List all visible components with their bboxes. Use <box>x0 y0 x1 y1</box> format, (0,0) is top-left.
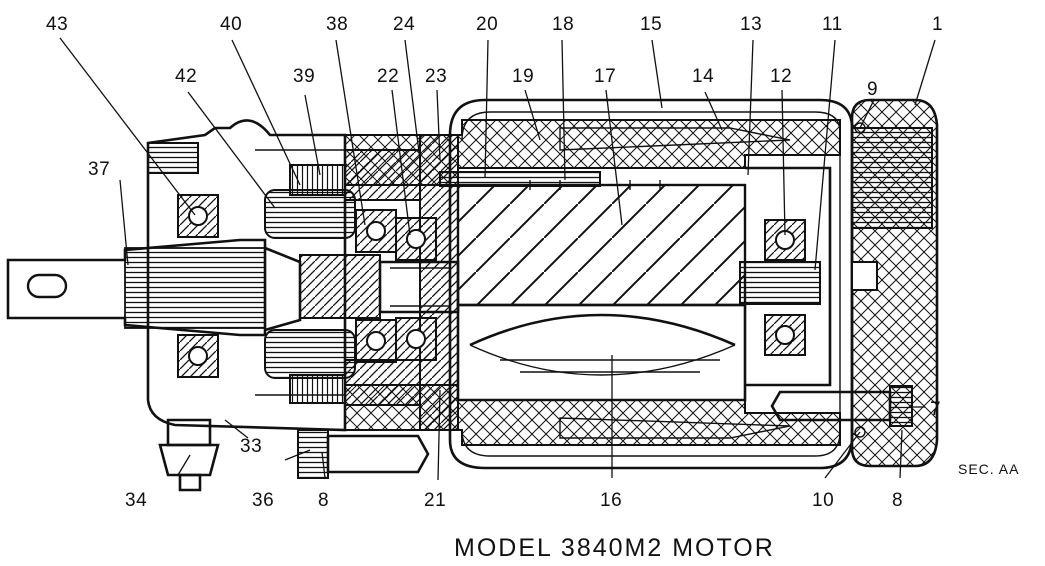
vane-slot <box>439 171 661 190</box>
grease-fitting <box>158 418 220 492</box>
callout-18: 18 <box>552 14 574 35</box>
callout-9: 9 <box>867 79 878 100</box>
callout-17: 17 <box>594 66 616 87</box>
callout-1: 1 <box>932 14 943 35</box>
callout-10: 10 <box>812 490 834 511</box>
callout-38: 38 <box>326 14 348 35</box>
right-end-cap <box>850 98 939 468</box>
callout-21: 21 <box>424 490 446 511</box>
callout-14: 14 <box>692 66 714 87</box>
callout-19: 19 <box>512 66 534 87</box>
callout-42: 42 <box>175 66 197 87</box>
callout-40: 40 <box>220 14 242 35</box>
callout-15: 15 <box>640 14 662 35</box>
rotor <box>456 183 747 402</box>
callout-8-right: 8 <box>892 490 903 511</box>
right-bearing <box>739 166 832 387</box>
leader-lines <box>59 37 936 481</box>
callout-11: 11 <box>822 14 843 35</box>
callout-7: 7 <box>930 399 941 420</box>
callout-34: 34 <box>125 490 147 511</box>
callout-37: 37 <box>88 159 110 180</box>
right-screw <box>770 385 913 427</box>
callout-8-left: 8 <box>318 490 329 511</box>
callout-33: 33 <box>240 436 262 457</box>
callout-20: 20 <box>476 14 498 35</box>
callout-22: 22 <box>377 66 399 87</box>
callout-23: 23 <box>425 66 447 87</box>
callout-36: 36 <box>252 490 274 511</box>
callout-labels: 43 40 38 24 20 18 15 13 11 1 42 39 22 23… <box>46 14 943 511</box>
callout-39: 39 <box>293 66 315 87</box>
section-label: SEC. AA <box>958 461 1019 477</box>
callout-12: 12 <box>770 66 792 87</box>
planet-gears <box>264 164 356 404</box>
output-shaft <box>6 238 460 337</box>
callout-13: 13 <box>740 14 762 35</box>
diagram-title: MODEL 3840M2 MOTOR <box>454 534 775 562</box>
left-bearings <box>177 194 437 378</box>
left-screw <box>297 429 430 479</box>
callout-43: 43 <box>46 14 68 35</box>
callout-16: 16 <box>600 490 622 511</box>
callout-24: 24 <box>393 14 415 35</box>
